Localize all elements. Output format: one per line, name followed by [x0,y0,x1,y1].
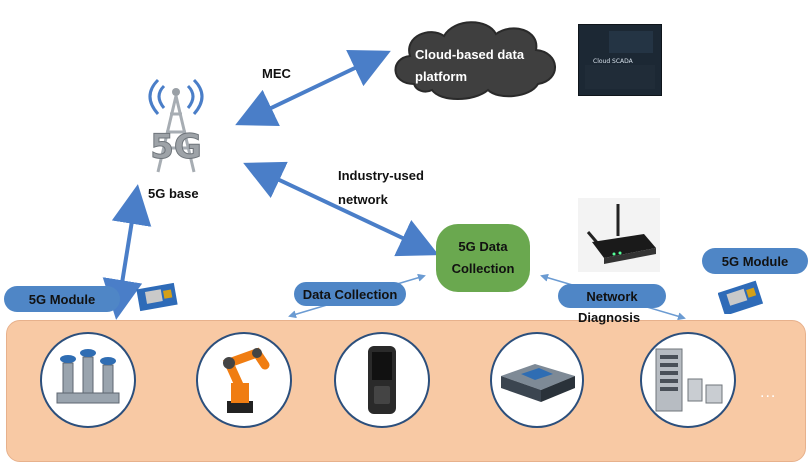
robot-arm-icon [196,332,292,428]
data-collection-pill: Data Collection [294,282,406,306]
data-collection-line2: Collection [451,261,515,276]
5g-tower-icon: 5G [128,62,224,178]
scada-screen-icon: Cloud SCADA [578,24,662,96]
valves-icon [40,332,136,428]
cloud-icon [384,14,570,104]
mec-label: MEC [262,66,291,81]
industry-network-label: Industry-used network [338,164,424,212]
cloud-label: Cloud-based data platform [415,44,555,88]
svg-text:5G: 5G [150,127,202,167]
industry-network-line1: Industry-used [338,168,424,183]
svg-text:Cloud SCADA: Cloud SCADA [593,58,634,65]
data-collection-node: 5G Data Collection [436,224,530,292]
base-label: 5G base [148,186,199,201]
data-collection-line1: 5G Data [458,239,508,254]
module-right-pill: 5G Module [702,248,808,274]
module-left-pill: 5G Module [4,286,120,312]
handheld-terminal-icon [334,332,430,428]
network-diagnosis-label: Diagnosis [578,310,641,325]
more-devices-ellipsis: ... [760,384,777,401]
cloud-label-line1: Cloud-based data [415,47,525,62]
server-rack-icon [640,332,736,428]
agv-vehicle-icon [490,332,584,428]
chip-module-icon [717,280,764,316]
router-icon [578,198,660,272]
cloud-label-line2: platform [415,69,467,84]
chip-module-icon [136,282,178,312]
network-pill: Network [558,284,666,308]
base-module-arrow [102,184,152,320]
industry-network-line2: network [338,192,388,207]
